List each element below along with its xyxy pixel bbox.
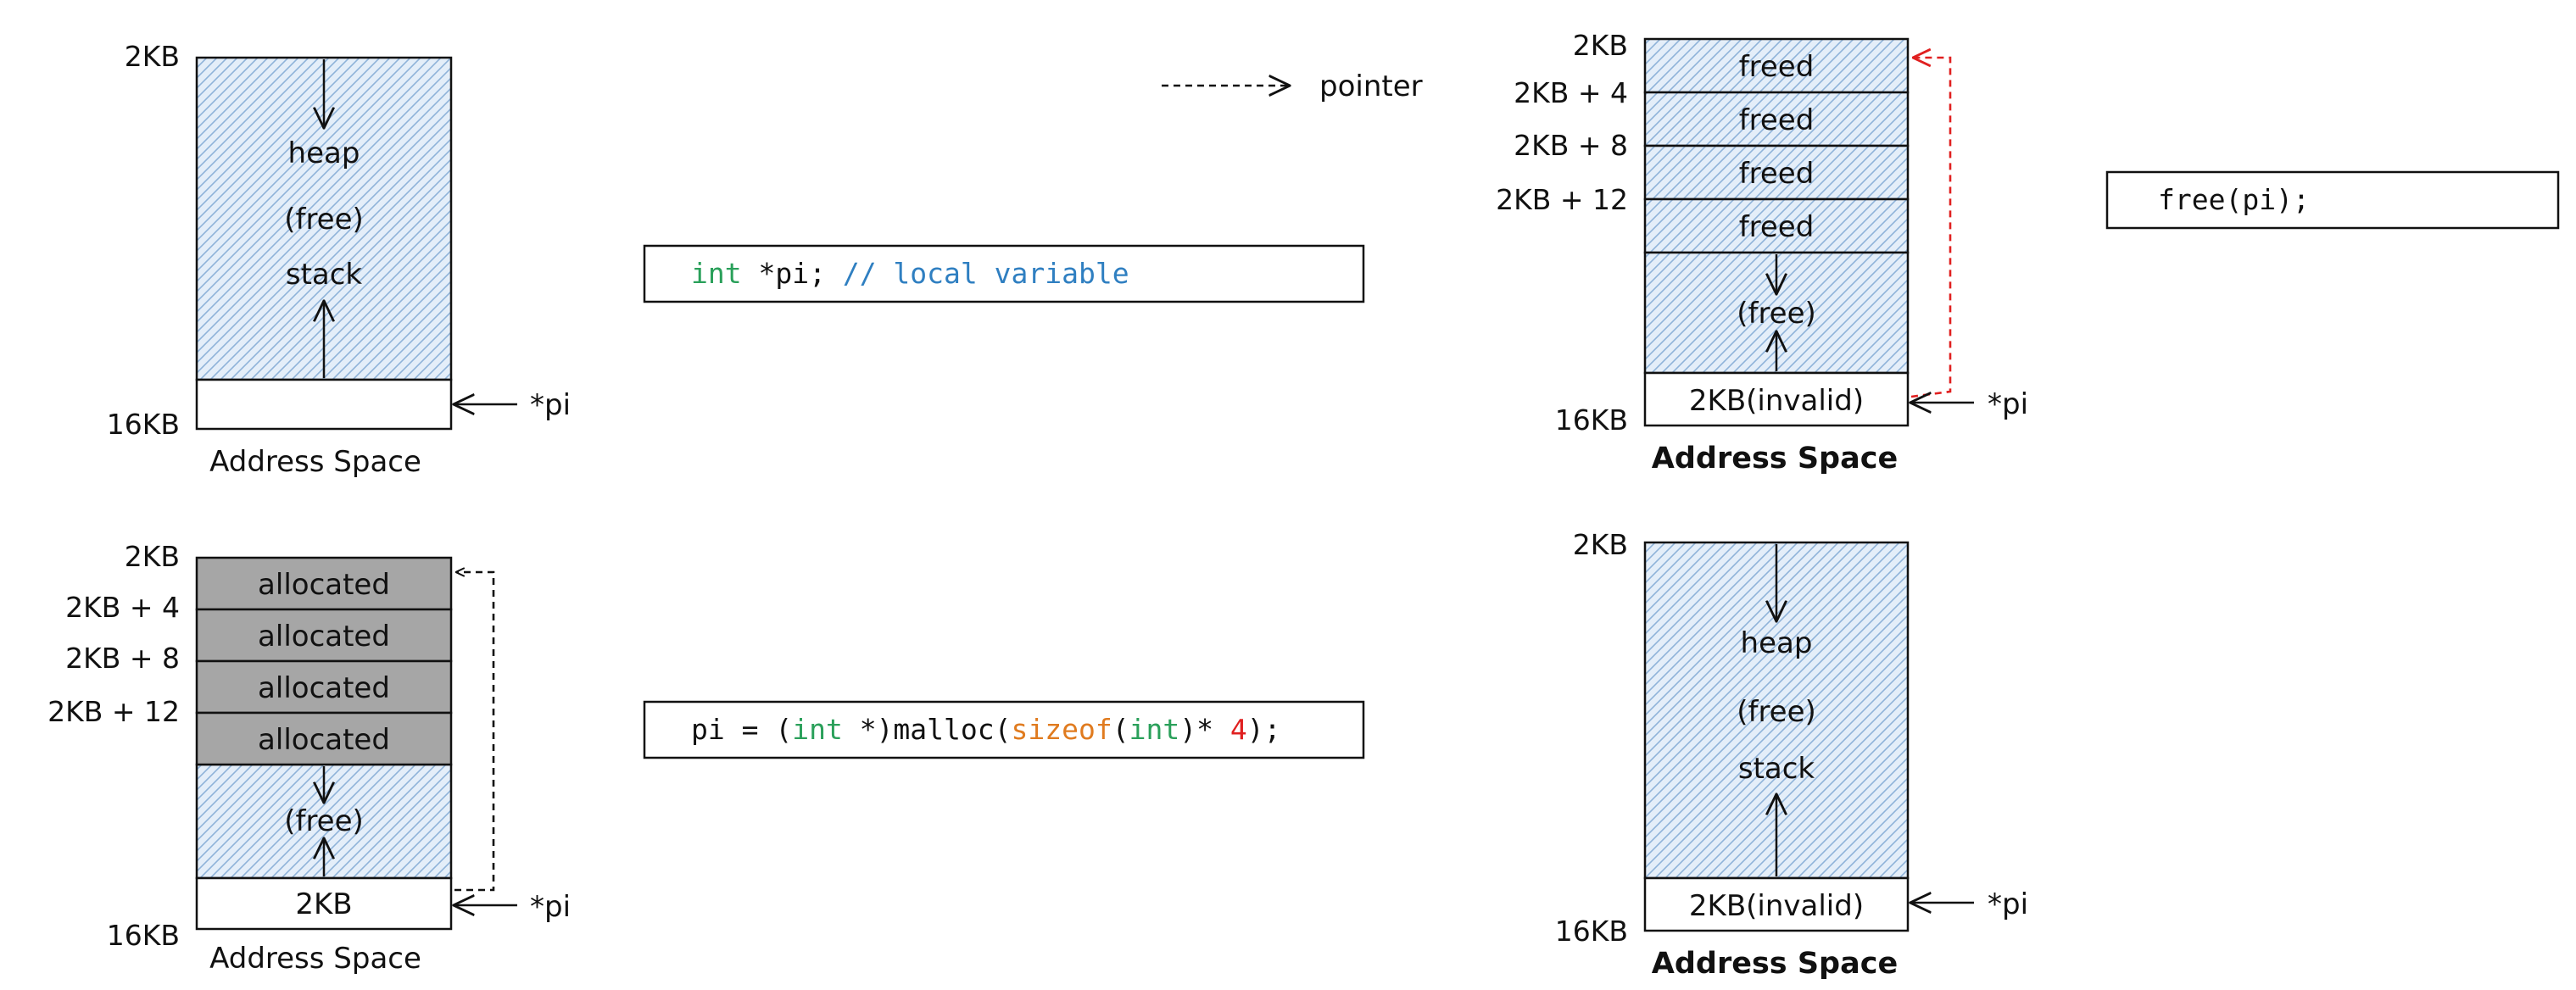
addr-top: 2KB [125, 40, 180, 73]
code-free-line: free(pi); [2158, 183, 2310, 216]
legend: pointer [1162, 70, 1423, 103]
addr-bottom: 16KB [1555, 915, 1628, 948]
legend-label: pointer [1319, 70, 1423, 103]
code-comment: // local variable [843, 257, 1129, 290]
freed-block-4 [1643, 197, 1910, 254]
block-label: allocated [258, 568, 390, 602]
code-text: *pi; [742, 257, 843, 290]
stack-label: stack [1738, 752, 1815, 786]
block-4 [195, 711, 453, 766]
free-label: (free) [284, 203, 364, 236]
stack-label: stack [286, 258, 363, 292]
addr-offset: 2KB + 12 [1496, 183, 1628, 216]
pointer-label: *pi [1988, 387, 2028, 421]
addr-bottom: 16KB [1555, 403, 1628, 437]
pointer-label: *pi [1988, 887, 2028, 921]
code-function: sizeof [1012, 713, 1112, 746]
free-label: (free) [1737, 297, 1816, 331]
freed-block-3 [1643, 144, 1910, 201]
pointer-cell-label: 2KB(invalid) [1689, 889, 1864, 923]
pointer-cell [1643, 876, 1910, 932]
addr-offset: 2KB + 8 [1514, 129, 1628, 162]
block-label: allocated [258, 671, 390, 705]
pointer-cell [1643, 371, 1910, 427]
addr-offset: 2KB [1573, 29, 1628, 62]
panel-after-free: heap (free) stack 2KB(invalid) 2KB 16KB … [1555, 528, 2028, 981]
address-space-caption: Address Space [1652, 442, 1898, 476]
addr-top: 2KB [1573, 528, 1628, 561]
block-3 [195, 659, 453, 715]
block-label: allocated [258, 723, 390, 757]
code-number: 4 [1230, 713, 1247, 746]
pointer-cell-label: 2KB [295, 887, 352, 921]
address-space-caption: Address Space [209, 942, 421, 976]
code-keyword: int [792, 713, 843, 746]
block-label: allocated [258, 620, 390, 654]
heap-label: heap [1741, 626, 1813, 660]
stack-cell [195, 378, 453, 431]
block-label: freed [1739, 103, 1815, 137]
addr-bottom: 16KB [107, 919, 180, 952]
addr-bottom: 16KB [107, 408, 180, 441]
code-keyword: int [691, 257, 742, 290]
code-declare-line: int *pi; // local variable [691, 257, 1129, 290]
code-free: free(pi); [2105, 170, 2560, 230]
pointer-cell [195, 876, 453, 931]
freed-block-1 [1643, 37, 1910, 94]
block-label: freed [1739, 210, 1815, 244]
pointer-link-dashed [454, 572, 495, 892]
freed-block-2 [1643, 91, 1910, 147]
panel-malloc: allocated allocated allocated allocated … [47, 540, 571, 976]
address-space-caption: Address Space [209, 445, 421, 479]
panel-declare: heap (free) stack 2KB 16KB *pi Address S… [107, 40, 571, 479]
block-label: freed [1739, 50, 1815, 84]
code-malloc-line: pi = (int *)malloc(sizeof(int)* 4); [691, 713, 1280, 746]
dangling-pointer-link [1910, 58, 1952, 398]
addr-offset: 2KB + 12 [47, 695, 180, 728]
free-label: (free) [1737, 695, 1816, 729]
heap-label: heap [288, 136, 360, 170]
code-declare: int *pi; // local variable [643, 244, 1365, 303]
addr-offset: 2KB [125, 540, 180, 573]
code-keyword: int [1129, 713, 1180, 746]
addr-offset: 2KB + 4 [65, 591, 180, 624]
pointer-cell-label: 2KB(invalid) [1689, 384, 1864, 418]
block-label: freed [1739, 157, 1815, 191]
panel-free: freed freed freed freed (free) 2KB(inval… [1496, 29, 2028, 476]
pointer-label: *pi [530, 388, 571, 422]
pointer-label: *pi [530, 890, 571, 924]
addr-offset: 2KB + 8 [65, 642, 180, 675]
free-label: (free) [284, 804, 364, 838]
address-space-caption: Address Space [1652, 947, 1898, 981]
block-1 [195, 556, 453, 611]
addr-offset: 2KB + 4 [1514, 76, 1628, 109]
code-malloc: pi = (int *)malloc(sizeof(int)* 4); [643, 700, 1365, 759]
